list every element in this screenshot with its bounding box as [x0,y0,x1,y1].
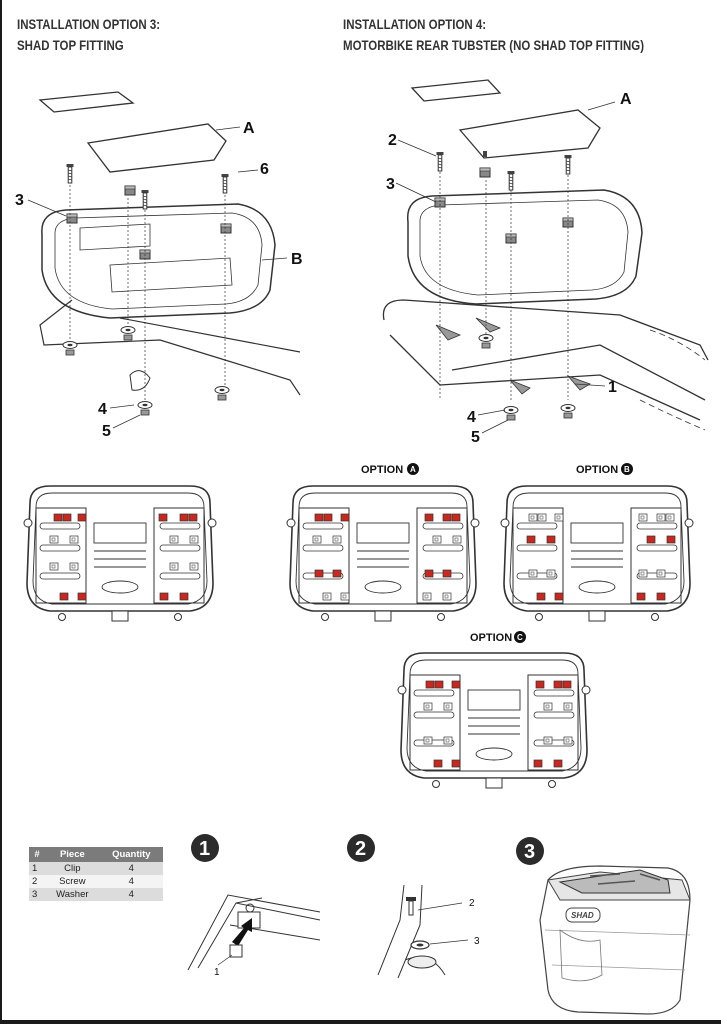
callout-5-opt4: 5 [471,429,480,446]
step-1-label: 1 [214,967,220,978]
callout-a-opt3: A [243,120,255,137]
svg-text:OPTION: OPTION [361,464,403,476]
callout-b-opt3: B [291,251,303,268]
callout-4-opt3: 4 [98,401,107,418]
option4-heading-line1: INSTALLATION OPTION 4: [343,16,487,32]
plate-a [86,123,227,173]
base-plate-option-c [397,652,591,789]
table-row: 3 Washer 4 [29,888,163,901]
bottom-border [0,1020,721,1024]
callout-1-opt4: 1 [608,379,617,396]
svg-text:OPTION: OPTION [470,632,512,644]
option-a-label: OPTION A [361,463,419,476]
step-1: 1 1 [187,834,321,978]
option4-heading-line2: MOTORBIKE REAR TUBSTER (NO SHAD TOP FITT… [343,37,645,53]
svg-text:B: B [624,465,630,474]
svg-text:C: C [517,633,523,642]
base-plate-option3 [23,485,217,622]
table-row: 2 Screw 4 [29,875,163,888]
plate-a-opt4 [458,109,601,159]
lid-top-plate [38,91,135,113]
base-b [41,203,276,319]
callout-2-opt4: 2 [388,132,397,149]
option4-exploded-view: A 2 3 1 4 5 [382,79,709,446]
option3-heading-line2: SHAD TOP FITTING [17,37,124,53]
svg-text:OPTION: OPTION [576,464,618,476]
col-header-piece: Piece [45,847,100,862]
callout-3-opt3: 3 [15,192,24,209]
callout-4-opt4: 4 [467,409,476,426]
callout-a-opt4: A [620,91,632,108]
step-3-number: 3 [524,841,535,863]
step-1-number: 1 [199,838,210,860]
option3-heading-line1: INSTALLATION OPTION 3: [17,16,161,32]
step-2-label-screw: 2 [469,898,475,909]
lid-top-plate-opt4 [410,79,502,102]
callout-3-opt4: 3 [386,176,395,193]
table-row: 1 Clip 4 [29,862,163,875]
parts-table: # Piece Quantity 1 Clip 4 2 Screw 4 3 Wa… [29,847,163,901]
left-border [0,0,2,1024]
step-2-number: 2 [355,838,366,860]
col-header-quantity: Quantity [99,847,163,862]
svg-text:A: A [410,465,416,474]
callout-6-opt3: 6 [260,161,269,178]
step-3: 3 SHAD [516,837,691,1015]
step-2-label-washer: 3 [474,936,480,947]
step-2: 2 2 3 [347,834,480,979]
option-b-label: OPTION B [576,463,633,476]
base-plate-option-a [286,485,480,622]
shad-logo: SHAD [571,911,594,920]
option-c-label: OPTION C [470,631,526,644]
base-plate-option-b [500,485,694,622]
callout-5-opt3: 5 [102,423,111,440]
option3-exploded-view: A 6 3 B 4 5 [15,91,303,440]
col-header-num: # [29,847,46,862]
